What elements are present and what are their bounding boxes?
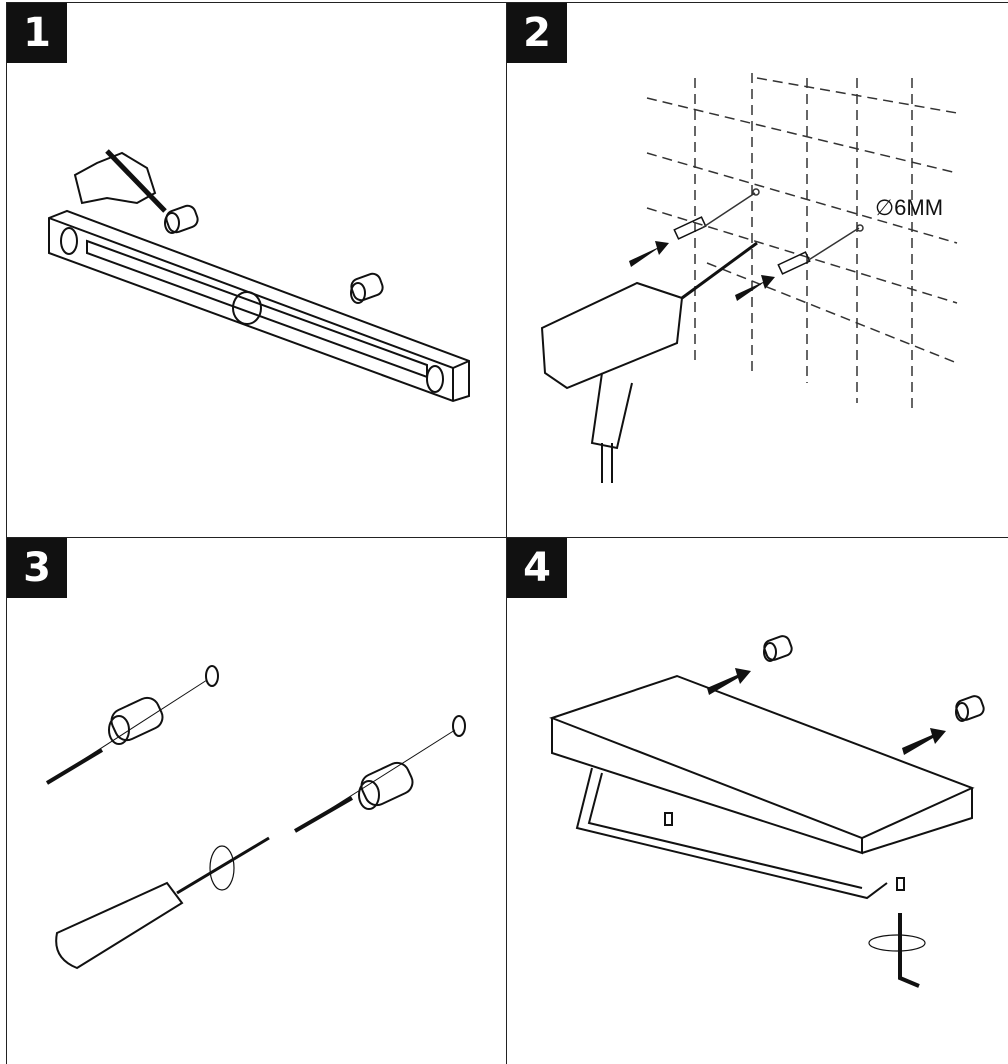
spirit-level-icon [48, 209, 470, 403]
drill-icon [540, 241, 758, 483]
set-screw-icon [664, 812, 673, 826]
drill-size-label: ∅6MM [875, 195, 944, 220]
screw-icon [45, 748, 104, 785]
step-number-badge: 1 [7, 3, 67, 63]
wall-anchor-icon [763, 635, 793, 662]
wall-anchor-icon [955, 695, 985, 722]
set-screw-icon [896, 877, 905, 891]
wall-anchor-icon [358, 761, 414, 810]
step-4-panel: 4 [506, 537, 1008, 1064]
allen-key-icon [898, 913, 920, 988]
washer-icon [452, 715, 466, 737]
step-2-panel: 2 ∅6MM [506, 2, 1008, 538]
wall-grid [646, 73, 958, 413]
step-3-panel: 3 [6, 537, 507, 1064]
step-number-badge: 4 [507, 538, 567, 598]
wall-anchor-icon [164, 204, 199, 234]
washer-icon [205, 665, 219, 687]
insert-arrow-icon [707, 668, 946, 755]
level-and-marking-illustration [48, 149, 470, 403]
insert-arrow-icon [629, 241, 775, 301]
screwdriver-icon [55, 836, 270, 970]
screw-icon [293, 796, 354, 833]
step-number-badge: 2 [507, 3, 567, 63]
shelf-icon [549, 674, 975, 900]
screw-fixing-illustration [45, 665, 466, 970]
wall-anchor-icon [108, 696, 164, 745]
step-number-badge: 3 [7, 538, 67, 598]
hand-with-pen-icon [73, 149, 167, 213]
wall-anchor-icon [350, 272, 384, 304]
drilling-illustration [540, 73, 958, 483]
step-1-panel: 1 [6, 2, 507, 538]
shelf-mounting-illustration [549, 635, 985, 988]
rotate-arrow-icon [868, 934, 926, 952]
